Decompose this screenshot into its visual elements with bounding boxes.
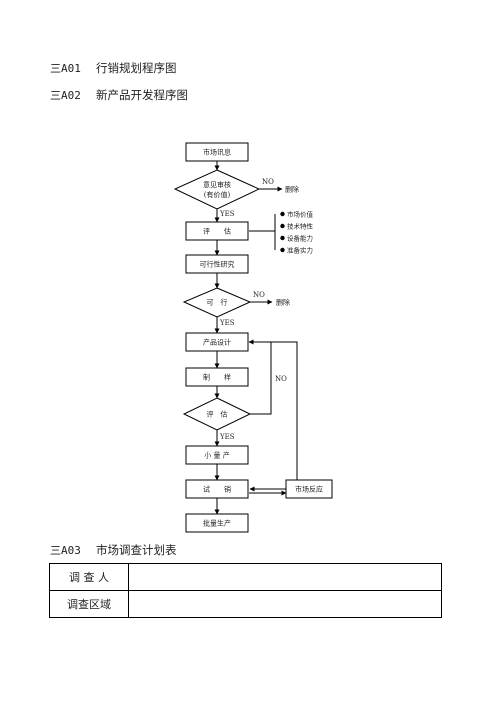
edge-label-no: NO [275,375,287,383]
section-title: 行销规划程序图 [96,61,177,75]
node-assessment-decision [182,397,252,431]
label-product-design: 产品设计 [203,338,231,347]
market-response-feedback-line [249,341,298,480]
section-code: 三A01 [50,62,81,75]
row-value-field[interactable] [128,590,442,618]
label-assessment: 评 估 [207,410,228,419]
node-market-response [285,479,333,499]
section-heading-a03: 三A03 市场调查计划表 [50,542,177,558]
bullet-icon [280,235,285,241]
label-evaluate: 评 估 [203,227,231,236]
edge-label-yes: YES [219,210,235,218]
criteria-item: 准备实力 [287,246,313,255]
label-trial-sale: 试 销 [203,485,231,494]
row-value-field[interactable] [128,563,442,591]
row-label: 调查区域 [49,590,129,618]
label-review-line2: (有价值) [204,190,231,199]
node-market-info [185,142,249,162]
section-code: 三A02 [50,89,81,102]
row-label: 调 查 人 [49,563,129,591]
section-heading-a01: 三A01 行销规划程序图 [50,60,177,76]
label-feasible: 可 行 [207,298,228,307]
node-trial-sale [185,479,249,499]
node-mass-production [185,513,249,533]
table-row: 调查区域 [49,590,442,618]
label-prototype: 制 样 [203,373,231,382]
node-prototype [185,367,249,387]
section-title: 新产品开发程序图 [96,88,188,102]
criteria-item: 设备能力 [287,234,313,243]
node-feasible-decision [182,287,252,318]
no-loop-arrow [248,339,272,415]
label-market-response: 市场反应 [295,485,323,494]
bullet-icon [280,223,285,229]
criteria-item: 技术特性 [287,222,314,231]
market-survey-table: 调 查 人 调查区域 [49,563,442,618]
edge-label-delete: 删除 [276,298,290,307]
criteria-item: 市场价值 [287,210,314,219]
node-evaluate [185,221,249,241]
table-row: 调 查 人 [49,563,442,591]
node-feasibility [185,254,249,274]
edge-label-no: NO [253,291,265,299]
section-code: 三A03 [50,544,81,557]
label-mass-production: 批量生产 [203,519,231,528]
edge-label-yes: YES [219,319,235,327]
section-heading-a02: 三A02 新产品开发程序图 [50,87,188,103]
section-title: 市场调查计划表 [96,543,177,557]
bullet-icon [280,247,285,253]
label-market-info: 市场讯息 [203,148,231,157]
edge-label-yes: YES [219,433,235,441]
node-review-decision [173,169,261,210]
node-small-batch [185,445,249,465]
node-product-design [185,332,249,352]
label-review-line1: 意见审核 [203,180,231,189]
edge-label-delete: 删除 [285,185,299,194]
label-feasibility: 可行性研究 [200,260,235,269]
label-small-batch: 小 量 产 [204,451,229,460]
edge-label-no: NO [262,178,274,186]
bullet-icon [280,211,285,217]
